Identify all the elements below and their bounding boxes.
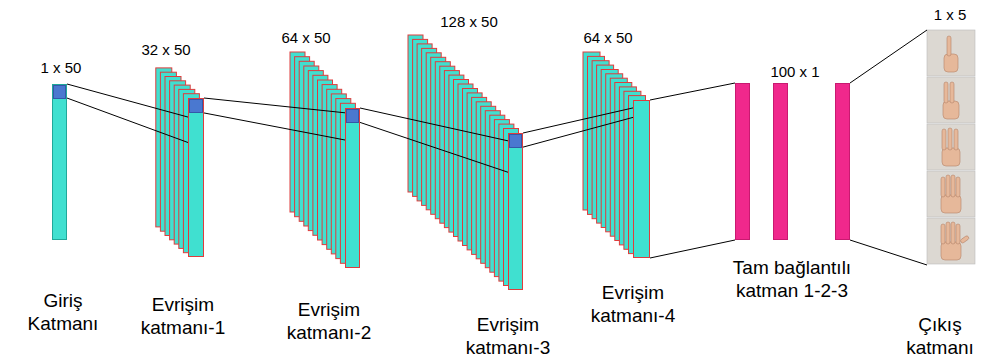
receptive-field <box>53 85 66 99</box>
receptive-field <box>189 99 203 113</box>
layer-size: 32 x 50 <box>141 41 190 59</box>
conv3-slices <box>408 35 519 286</box>
projection-lines <box>204 98 345 140</box>
layer-size: 64 x 50 <box>583 29 632 47</box>
layer-size: 128 x 50 <box>440 13 498 31</box>
layer-name: Evrişim katmanı-4 <box>578 281 688 327</box>
dense-bar <box>773 83 788 240</box>
conv-layer: 128 x 50Evrişim katmanı-3 <box>508 133 523 290</box>
hand-photos <box>927 30 975 264</box>
layer-name: Giriş Katmanı <box>18 289 108 335</box>
conv-layer: 64 x 50Evrişim katmanı-4 <box>633 100 650 258</box>
conv-layer: 64 x 50Evrişim katmanı-2 <box>345 108 360 268</box>
layer-name: Tam bağlantılı katman 1-2-3 <box>717 256 867 302</box>
input-layer: 1 x 50Giriş Katmanı <box>52 84 67 240</box>
output-layer: 1 x 5Çıkış katmanı <box>927 30 975 265</box>
layer-size: 1 x 50 <box>41 59 82 77</box>
layer-name: Çıkış katmanı <box>900 313 980 359</box>
layer-size: 100 x 1 <box>770 63 819 81</box>
dense-layers: 100 x 1Tam bağlantılı katman 1-2-3 <box>735 83 850 240</box>
receptive-field <box>509 134 522 148</box>
dense-bar <box>735 83 750 240</box>
layer-name: Evrişim katmanı-2 <box>274 298 384 344</box>
projection-lines <box>850 30 927 265</box>
layer-size: 64 x 50 <box>281 29 330 47</box>
projection-lines <box>523 108 633 147</box>
projection-lines <box>360 108 508 172</box>
layer-name: Evrişim katmanı-3 <box>453 313 563 359</box>
projection-lines <box>650 83 735 258</box>
dense-bar <box>835 83 850 240</box>
conv-layer: 32 x 50Evrişim katmanı-1 <box>188 98 204 257</box>
layer-name: Evrişim katmanı-1 <box>128 293 238 339</box>
receptive-field <box>346 109 359 123</box>
projection-lines <box>67 84 188 143</box>
layer-size: 1 x 5 <box>934 6 967 24</box>
